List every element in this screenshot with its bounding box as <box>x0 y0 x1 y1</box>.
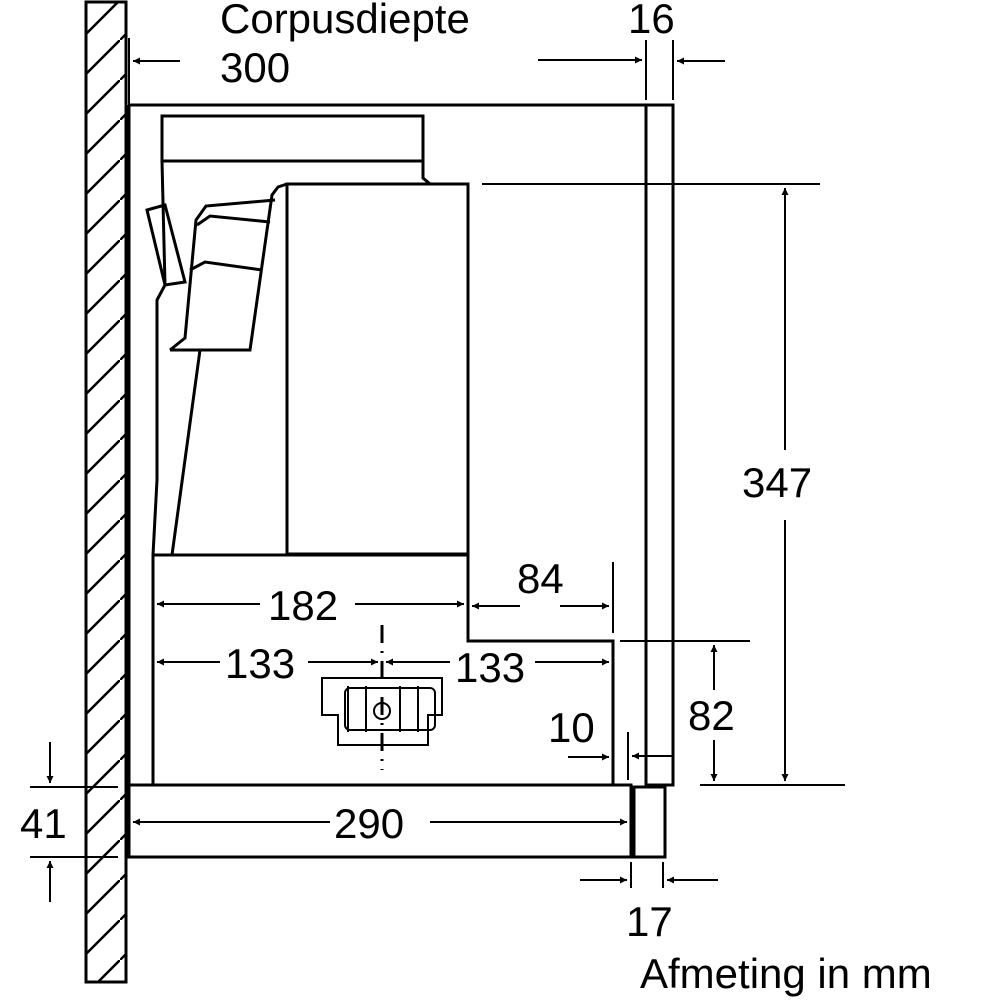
title-label: Corpusdiepte <box>220 0 470 42</box>
dim-front-gap: 10 <box>548 704 595 751</box>
dim-depth-step: 84 <box>517 555 564 602</box>
dim-bottom-height: 41 <box>20 800 67 847</box>
cabinet <box>127 103 675 858</box>
dim-depth-upper: 182 <box>268 582 338 629</box>
dim-front-thickness: 16 <box>628 0 675 42</box>
dim-bottom-front: 17 <box>626 898 673 945</box>
wall <box>84 0 130 984</box>
dim-step-height: 82 <box>688 692 735 739</box>
unit-note: Afmeting in mm <box>640 950 932 997</box>
hood-upper <box>145 114 470 556</box>
dim-half-left: 133 <box>225 640 295 687</box>
extension-lines <box>30 40 845 888</box>
dim-cabinet-depth: 300 <box>220 44 290 91</box>
dimension-arrows <box>46 56 789 902</box>
dim-height-total: 347 <box>742 459 812 506</box>
dim-half-right: 133 <box>455 644 525 691</box>
motor-icon <box>321 625 443 770</box>
dim-bottom-depth: 290 <box>334 800 404 847</box>
